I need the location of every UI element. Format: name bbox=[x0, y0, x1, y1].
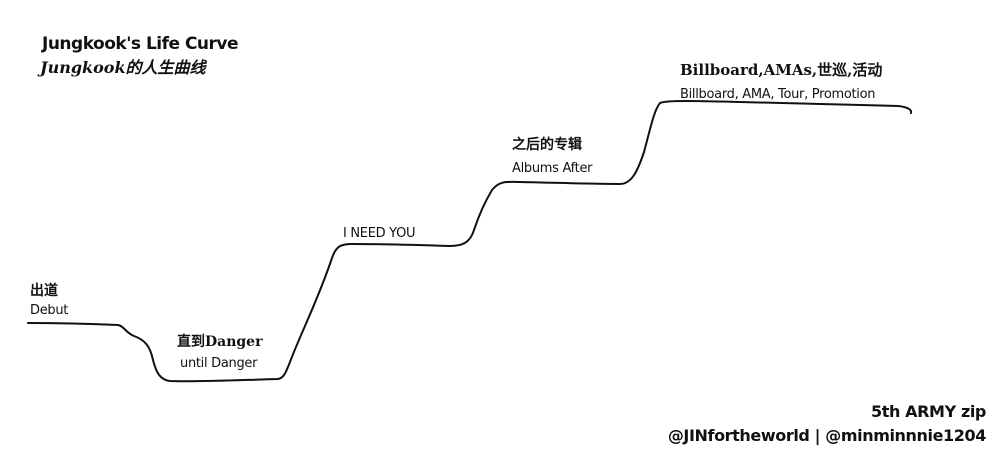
stage-until-danger-label: until Danger bbox=[180, 356, 258, 371]
stage-albums-after-label: Albums After bbox=[512, 161, 593, 176]
life-curve-line bbox=[27, 100, 913, 383]
stage-until-danger-label-chinese: 直到Danger bbox=[177, 334, 263, 350]
stage-albums-after-label-chinese: 之后的专辑 bbox=[512, 137, 582, 153]
stage-billboard-label: Billboard, AMA, Tour, Promotion bbox=[680, 87, 876, 102]
stage-debut-label-chinese: 出道 bbox=[30, 283, 58, 299]
credits-handles: @JINfortheworld | @minminnnie1204 bbox=[667, 426, 987, 445]
stage-i-need-you-label: I NEED YOU bbox=[343, 226, 416, 241]
credits-source: 5th ARMY zip bbox=[871, 402, 986, 421]
diagram-title: Jungkook's Life Curve bbox=[42, 34, 239, 54]
stage-debut-label: Debut bbox=[30, 303, 69, 318]
diagram-title-chinese: Jungkook的人生曲线 bbox=[40, 58, 206, 77]
stage-billboard-label-chinese: Billboard,AMAs,世巡,活动 bbox=[680, 61, 883, 79]
